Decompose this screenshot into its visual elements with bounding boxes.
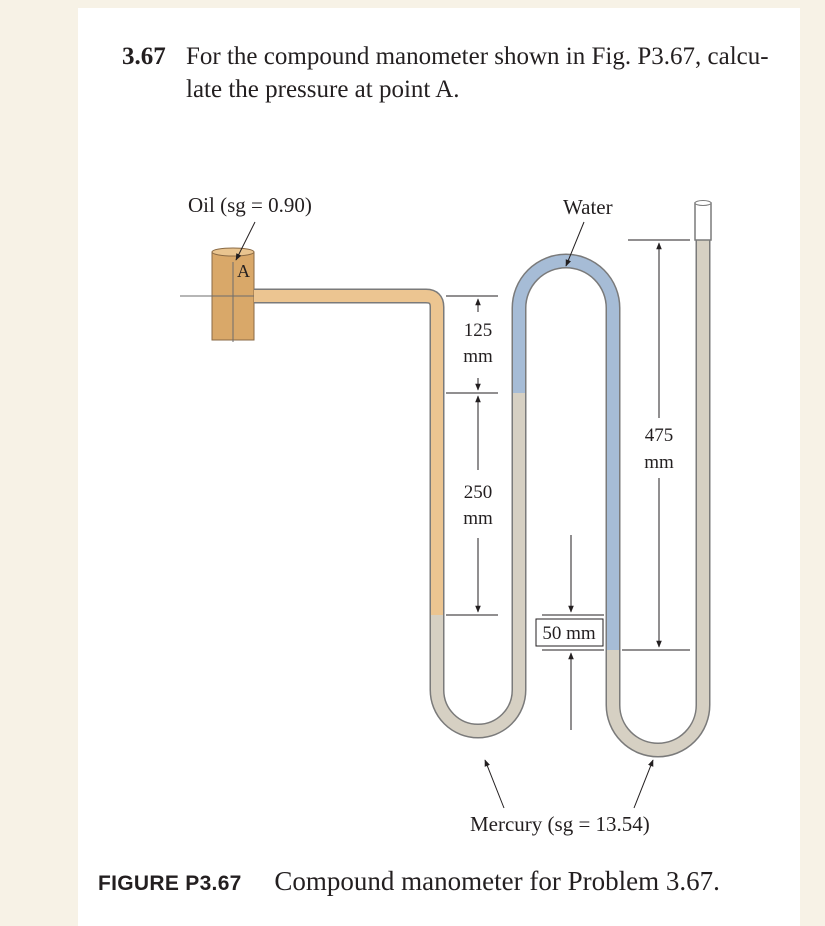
point-a-label: A — [237, 261, 250, 281]
oil-label: Oil (sg = 0.90) — [188, 193, 312, 217]
figure-caption-text: Compound manometer for Problem 3.67. — [274, 866, 720, 896]
open-column-top — [694, 202, 712, 241]
dim-250-unit: mm — [463, 508, 493, 529]
dim-475: 475 mm — [644, 242, 674, 648]
level-lines — [446, 239, 690, 651]
figure-label: FIGURE P3.67 — [98, 872, 242, 895]
dim-125-value: 125 — [464, 320, 493, 341]
dim-475-unit: mm — [644, 452, 674, 473]
problem-number: 3.67 — [122, 43, 166, 70]
problem-line-2: late the pressure at point A. — [186, 76, 460, 103]
dim-50: 50 mm — [535, 535, 604, 730]
problem-line-1: For the compound manometer shown in Fig.… — [186, 43, 769, 70]
water-tube — [511, 253, 621, 650]
oil-leader — [235, 221, 256, 261]
mercury-u-right — [605, 240, 711, 758]
pipe-a: A — [180, 247, 268, 342]
dim-250: 250 mm — [463, 395, 493, 613]
mercury-label: Mercury (sg = 13.54) — [470, 812, 650, 836]
dim-125: 125 mm — [463, 298, 493, 391]
dim-50-label: 50 mm — [542, 623, 596, 644]
figure-caption: FIGURE P3.67 Compound manometer for Prob… — [98, 866, 720, 897]
water-label: Water — [563, 195, 613, 219]
mercury-leader-right — [633, 759, 654, 809]
dim-475-value: 475 — [645, 425, 674, 446]
problem-text: For the compound manometer shown in Fig.… — [186, 40, 806, 106]
dim-250-value: 250 — [464, 482, 493, 503]
oil-tube — [254, 288, 445, 615]
dim-125-unit: mm — [463, 346, 493, 367]
mercury-leader-left — [484, 759, 505, 809]
water-leader — [565, 221, 585, 267]
